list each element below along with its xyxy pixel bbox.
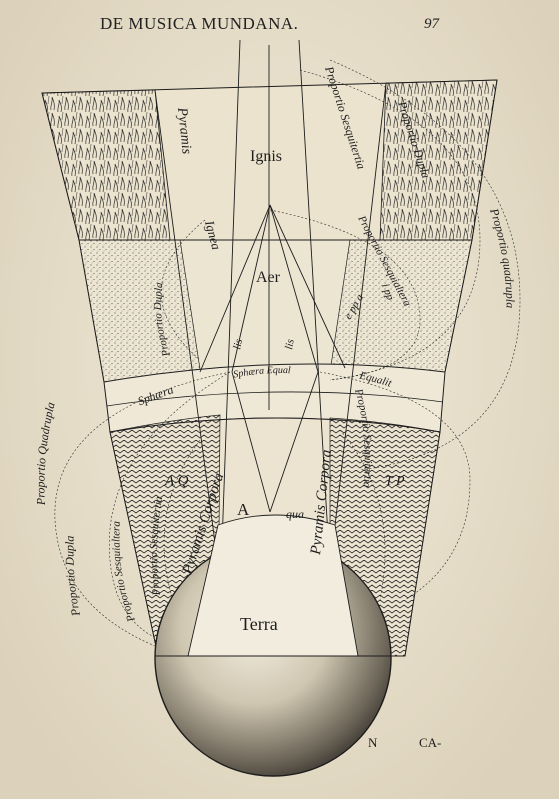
ipp-mark: i pp: [379, 282, 396, 302]
pyramis-upper-label: Pyramis: [174, 106, 194, 156]
water-suffix-label: qua: [286, 507, 304, 521]
air-band: [78, 239, 473, 383]
quadrupla-right-label: Proportio quadrupla: [487, 206, 517, 308]
signature-mark: N: [368, 735, 378, 750]
lis-right-label: lis: [283, 338, 297, 350]
dupla-left-label: Proportio Dupla: [62, 535, 83, 618]
earth-label: Terra: [240, 614, 278, 634]
running-head: DE MUSICA MUNDANA.: [100, 14, 299, 33]
air-label: Aer: [256, 269, 281, 286]
tp-mark: T P: [385, 474, 405, 489]
quadrupla-left-label: Proportio Quadrupla: [33, 401, 57, 507]
aq-mark: A Q: [164, 473, 189, 489]
fire-label: Ignis: [250, 148, 282, 165]
proportion-arcs: [54, 59, 521, 651]
lis-left-label: lis: [231, 338, 245, 351]
page-number: 97: [424, 16, 439, 32]
catchword: CA-: [419, 735, 441, 750]
earth-globe: [154, 514, 392, 777]
fire-band: [41, 79, 498, 241]
water-label: A: [237, 500, 250, 519]
